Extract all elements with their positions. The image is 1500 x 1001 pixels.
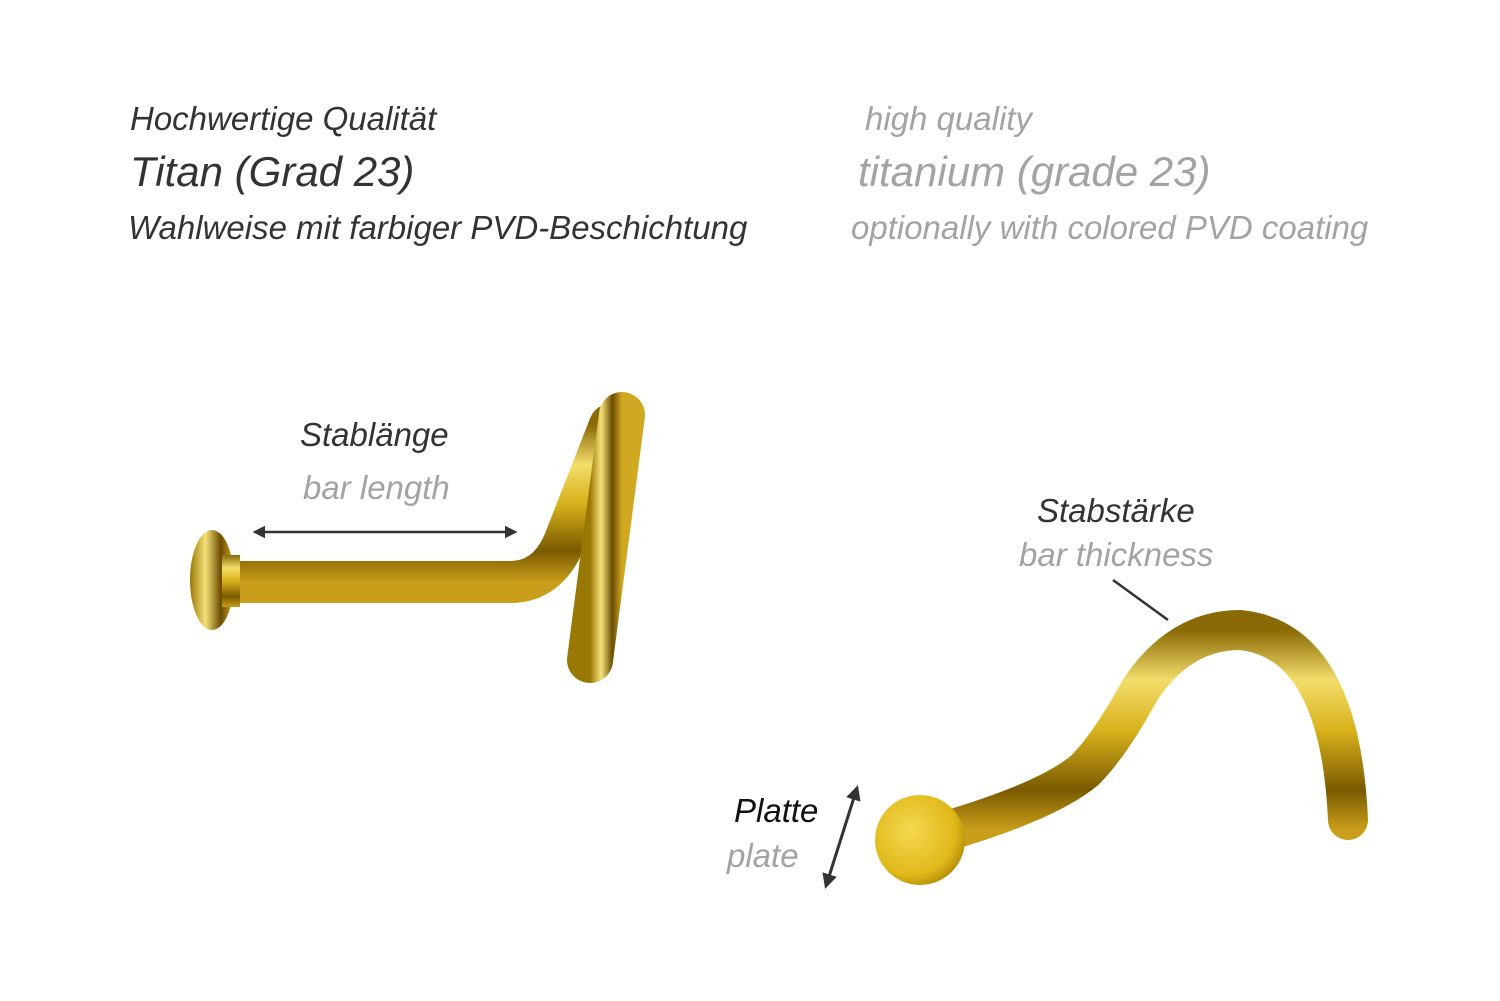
plate-label-en: plate xyxy=(727,837,799,874)
quality-de: Hochwertige Qualität xyxy=(130,100,437,137)
bar-thickness-label-de: Stabstärke xyxy=(1037,492,1195,529)
plate-label-de: Platte xyxy=(734,792,819,829)
coating-de: Wahlweise mit farbiger PVD-Beschichtung xyxy=(128,209,748,246)
bar-thickness-label-en: bar thickness xyxy=(1019,536,1214,573)
curved-nose-screw xyxy=(875,609,1368,885)
bar-length-label-en: bar length xyxy=(303,469,450,506)
quality-en: high quality xyxy=(865,100,1032,137)
bar-thickness-pointer xyxy=(1112,578,1169,622)
coating-en: optionally with colored PVD coating xyxy=(851,209,1369,246)
bar-length-label-de: Stablänge xyxy=(300,416,449,453)
l-shaped-nose-stud xyxy=(190,392,645,683)
plate-arrow xyxy=(822,785,861,889)
material-de: Titan (Grad 23) xyxy=(130,148,415,195)
material-en: titanium (grade 23) xyxy=(858,148,1211,195)
